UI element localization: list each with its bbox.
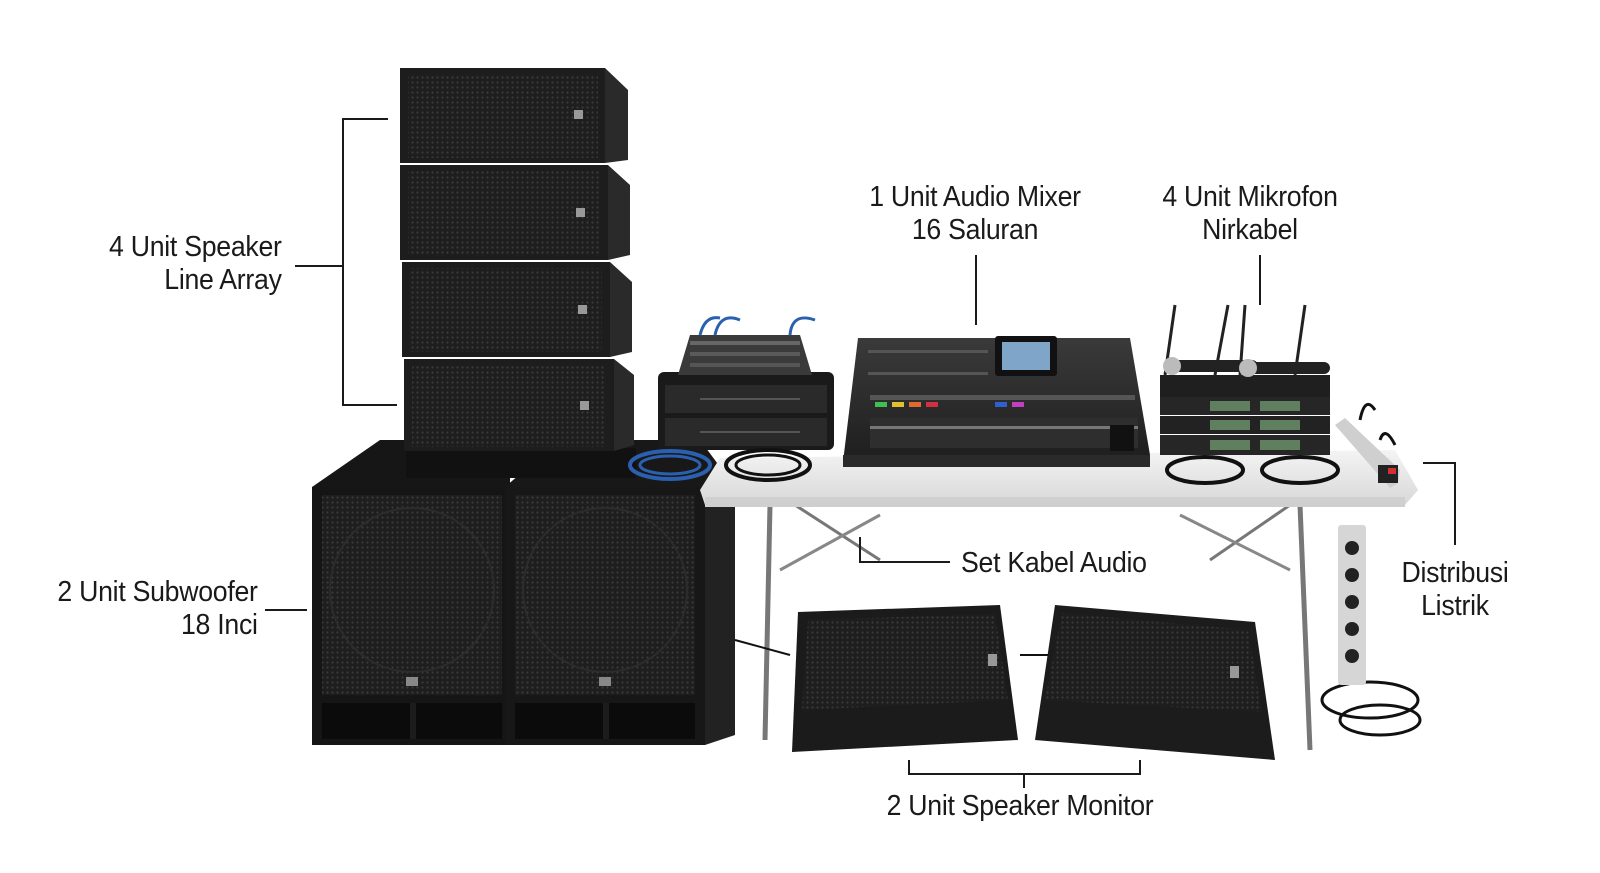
label-subwoofer-line1: 2 Unit Subwoofer <box>57 576 259 608</box>
label-cables: Set Kabel Audio <box>961 547 1147 580</box>
callout-cables <box>859 537 950 563</box>
subwoofer-left <box>312 440 512 745</box>
label-microphones-line1: 4 Unit Mikrofon <box>1162 181 1338 213</box>
label-mixer-line1: 1 Unit Audio Mixer <box>869 181 1081 213</box>
callout-lines <box>265 118 1456 788</box>
wireless-mic-receivers <box>1160 304 1330 455</box>
label-power-line2: Listrik <box>1421 590 1489 622</box>
label-monitors: 2 Unit Speaker Monitor <box>873 790 1167 823</box>
label-power: Distribusi Listrik <box>1391 557 1520 623</box>
label-monitors-line1: 2 Unit Speaker Monitor <box>886 790 1154 822</box>
line-array-stack <box>400 68 636 478</box>
callout-monitors <box>908 760 1141 775</box>
power-distribution <box>1335 402 1400 685</box>
audio-cables <box>628 448 1422 737</box>
label-power-line1: Distribusi <box>1401 557 1509 589</box>
label-line-array-line1: 4 Unit Speaker <box>109 231 282 263</box>
label-mixer: 1 Unit Audio Mixer 16 Saluran <box>851 181 1099 247</box>
subwoofer-right <box>505 440 735 745</box>
label-cables-line1: Set Kabel Audio <box>961 547 1147 579</box>
callout-power <box>1423 462 1456 545</box>
monitor-speaker-right <box>1035 605 1275 760</box>
label-microphones-line2: Nirkabel <box>1202 214 1298 246</box>
label-subwoofer-line2: 18 Inci <box>181 609 258 641</box>
label-microphones: 4 Unit Mikrofon Nirkabel <box>1144 181 1356 247</box>
rack-mixer-amplifiers <box>658 316 834 450</box>
label-line-array: 4 Unit Speaker Line Array <box>109 231 282 297</box>
label-mixer-line2: 16 Saluran <box>911 214 1039 246</box>
label-subwoofer: 2 Unit Subwoofer 18 Inci <box>57 576 259 642</box>
callout-line-array <box>342 118 397 406</box>
monitor-speaker-left <box>792 605 1018 752</box>
digital-audio-mixer <box>843 336 1150 467</box>
label-line-array-line2: Line Array <box>164 264 283 296</box>
